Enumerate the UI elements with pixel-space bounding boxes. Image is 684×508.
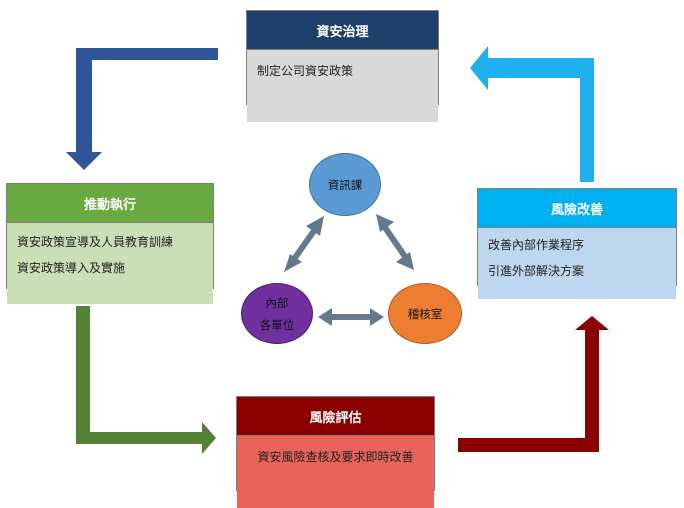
cycle-arrows <box>66 46 609 454</box>
arrow-governance-to-promotion <box>66 48 218 170</box>
box-improvement-line-1: 改善內部作業程序 <box>488 238 585 252</box>
box-promotion: 推動執行 資安政策宣導及人員教育訓練 資安政策導入及實施 <box>6 183 214 304</box>
box-promotion-title: 推動執行 <box>7 184 213 223</box>
box-governance-line-1: 制定公司資安政策 <box>257 64 354 78</box>
circle-infosec: 資訊課 <box>309 153 381 216</box>
circle-infosec-label: 資訊課 <box>327 177 363 192</box>
arrow-promotion-to-assessment <box>76 306 216 454</box>
box-assessment-line-1: 資安風險查核及要求即時改善 <box>257 450 414 464</box>
circle-audit: 稽核室 <box>388 283 462 344</box>
box-improvement-line-2: 引進外部解決方案 <box>488 264 585 278</box>
circle-internal-line-2: 各單位 <box>259 317 295 332</box>
arrow-assessment-to-improvement <box>458 316 609 452</box>
box-assessment-title: 風險評估 <box>237 397 434 436</box>
circle-audit-label: 稽核室 <box>407 306 443 321</box>
box-improvement: 風險改善 改善內部作業程序 引進外部解決方案 <box>477 188 677 299</box>
arrow-improvement-to-governance <box>470 46 594 182</box>
box-improvement-title: 風險改善 <box>478 189 676 228</box>
box-assessment: 風險評估 資安風險查核及要求即時改善 <box>236 396 435 508</box>
inner-arrows <box>284 214 414 326</box>
box-assessment-body: 資安風險查核及要求即時改善 <box>237 436 434 508</box>
arrow-infosec-internal <box>284 216 324 272</box>
box-promotion-line-2: 資安政策導入及實施 <box>17 261 126 275</box>
box-governance-title: 資安治理 <box>247 11 438 50</box>
circle-internal-line-1: 內部 <box>265 295 289 310</box>
circle-internal: 內部 各單位 <box>241 283 313 344</box>
arrow-internal-audit <box>318 308 384 326</box>
box-governance-body: 制定公司資安政策 <box>247 50 438 122</box>
box-promotion-line-1: 資安政策宣導及人員教育訓練 <box>17 235 174 249</box>
box-promotion-body: 資安政策宣導及人員教育訓練 資安政策導入及實施 <box>7 223 213 304</box>
box-governance: 資安治理 制定公司資安政策 <box>246 10 439 122</box>
box-improvement-body: 改善內部作業程序 引進外部解決方案 <box>478 228 676 299</box>
arrow-infosec-audit <box>376 214 414 270</box>
